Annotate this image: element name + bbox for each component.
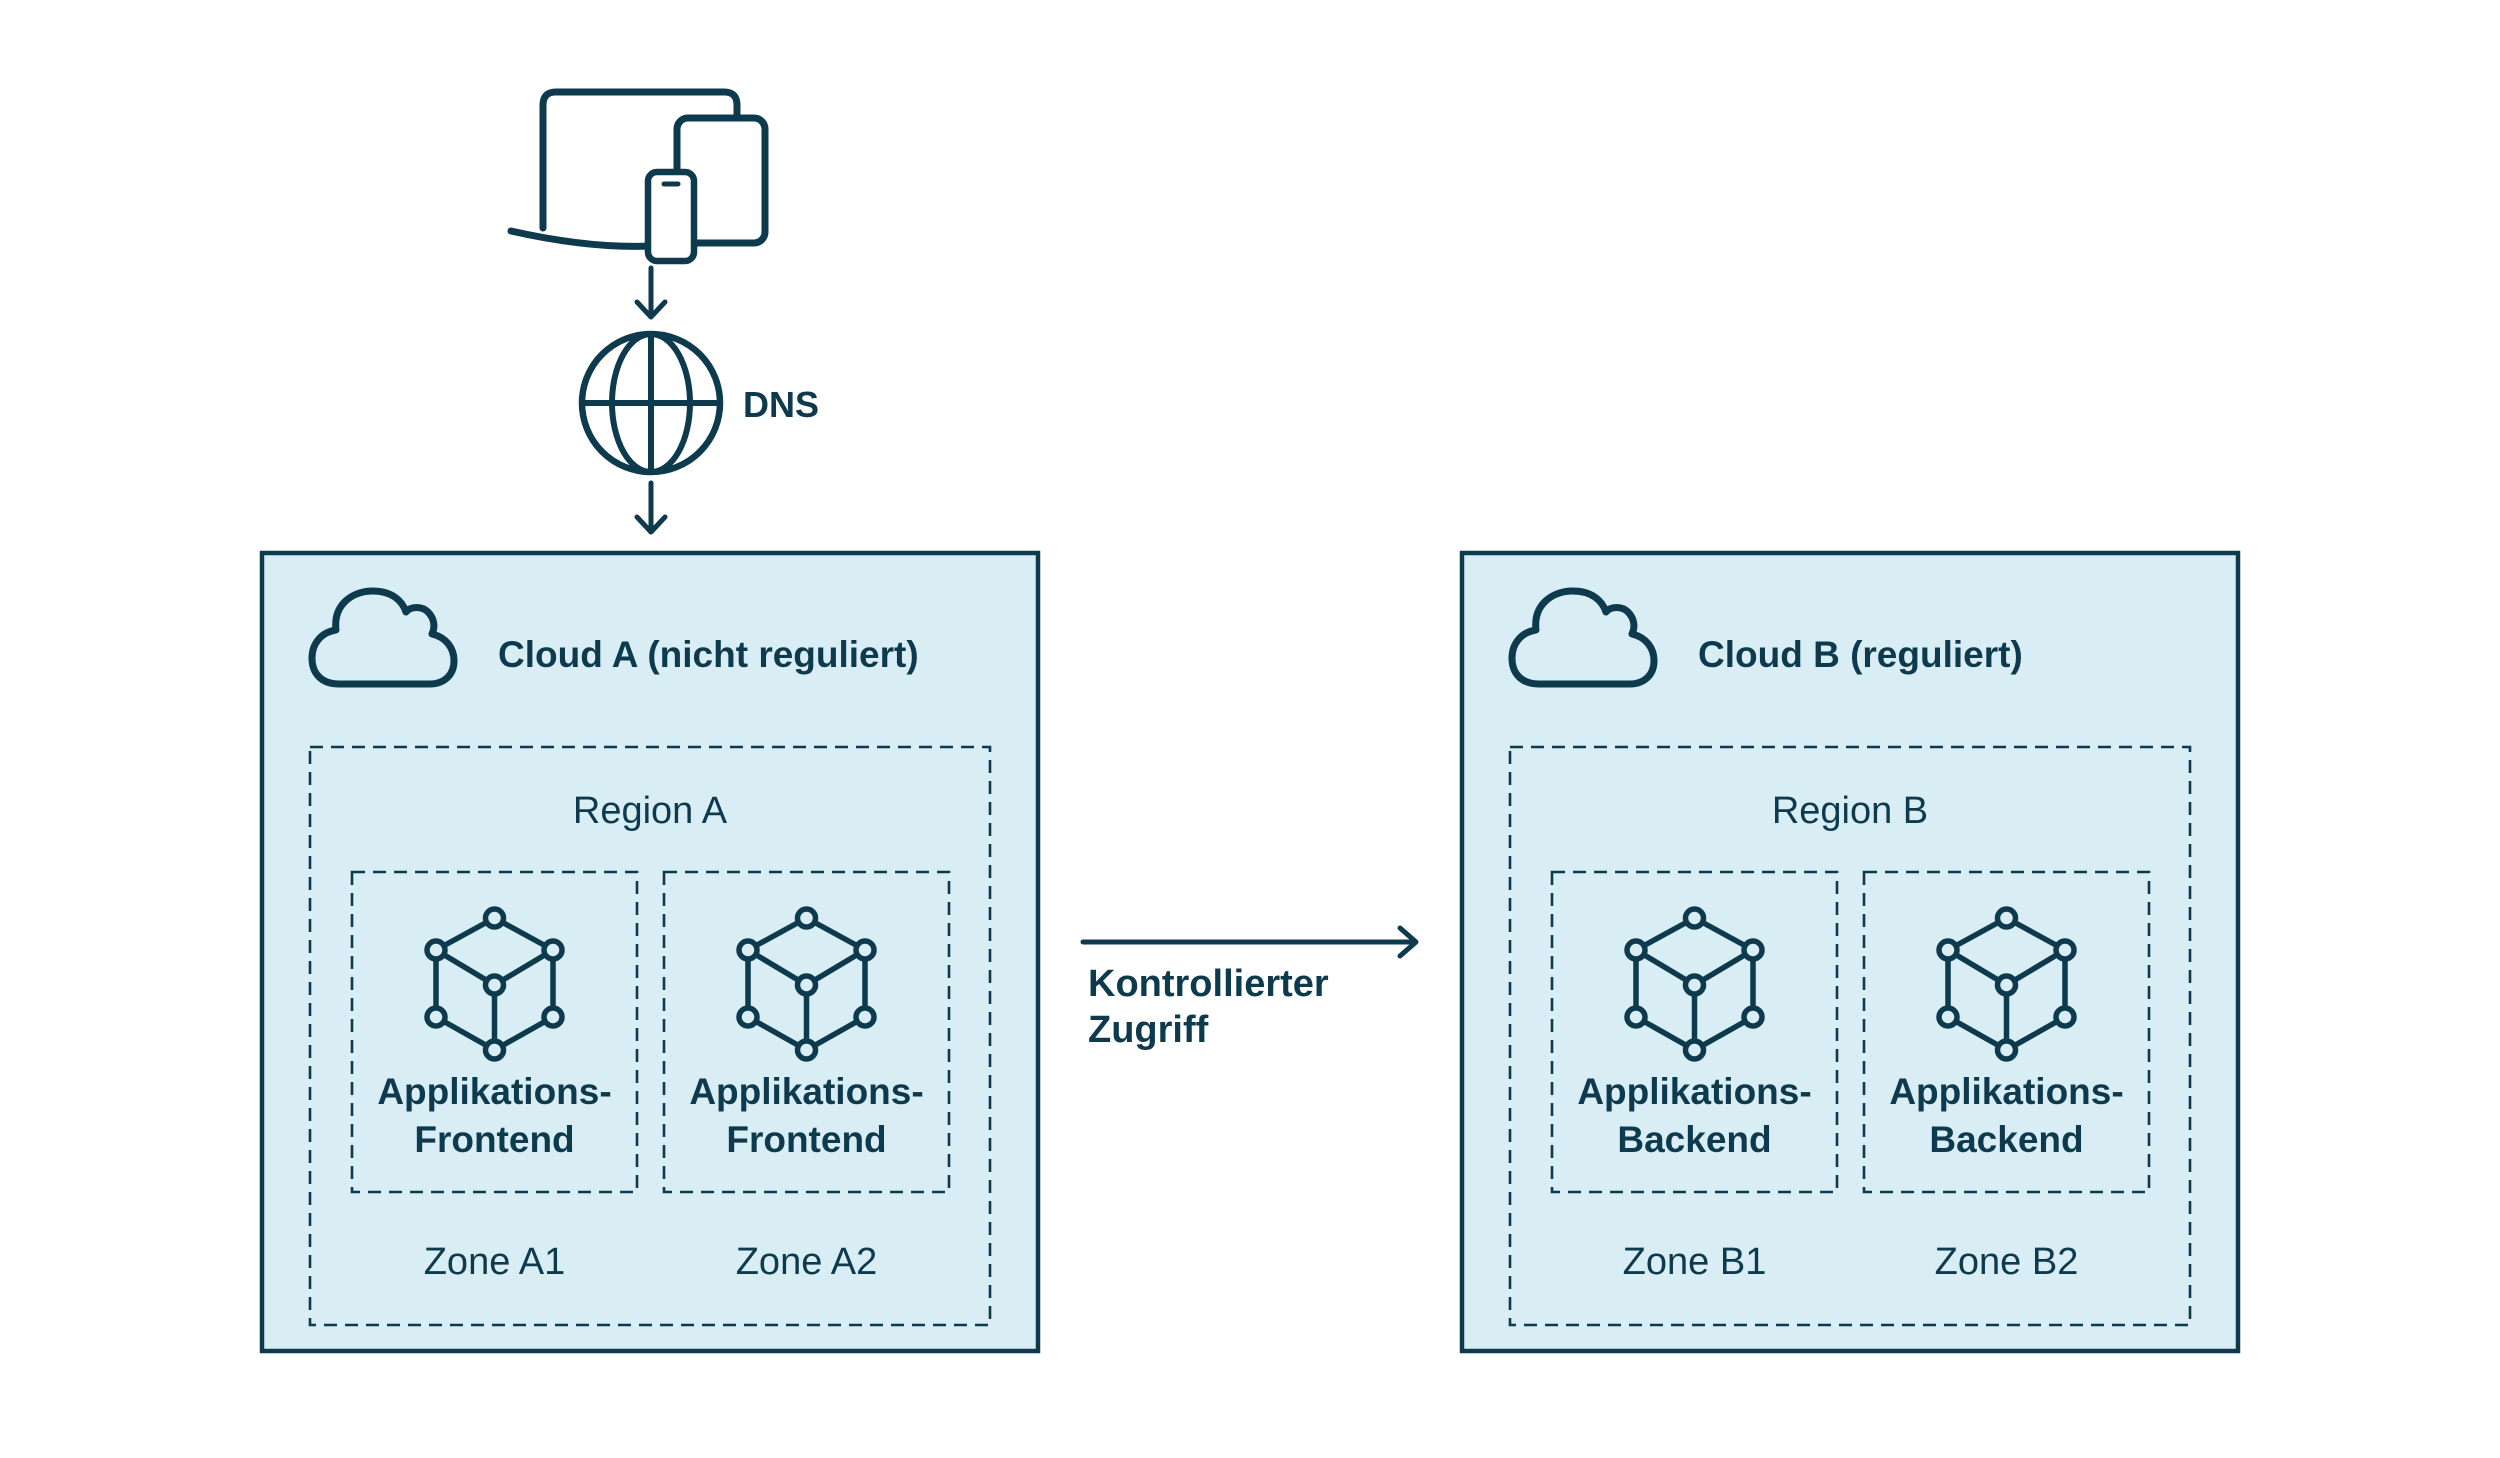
dns-globe-icon — [578, 330, 724, 476]
zone-a2-box — [662, 870, 951, 1194]
region-b-label: Region B — [1771, 790, 1929, 832]
zone-b2-app-label: Applikations- Backend — [1889, 1071, 2124, 1160]
region-a-label: Region A — [572, 790, 728, 832]
zone-a2-app-label: Applikations- Frontend — [689, 1071, 924, 1160]
devices-icon — [507, 88, 769, 265]
zone-a1-label: Zone A1 — [423, 1241, 566, 1283]
arrow-devices-to-dns — [634, 265, 668, 320]
zone-a2-label: Zone A2 — [735, 1241, 878, 1283]
region-a-box — [308, 745, 992, 1327]
controlled-access-label: Kontrollierter Zugriff — [1088, 963, 1329, 1051]
cloud-b-title: Cloud B (reguliert) — [1698, 634, 2023, 675]
zone-b1-label: Zone B1 — [1622, 1241, 1767, 1283]
region-b-box — [1508, 745, 2192, 1327]
cloud-b-panel — [1459, 550, 2241, 1354]
zone-b2-box — [1862, 870, 2151, 1194]
zone-b1-app-label: Applikations- Backend — [1577, 1071, 1812, 1160]
zone-b1-box — [1550, 870, 1839, 1194]
arrow-dns-to-cloud-a — [634, 480, 668, 535]
zone-a1-box — [350, 870, 639, 1194]
zone-a1-app-label: Applikations- Frontend — [377, 1071, 612, 1160]
dns-label: DNS — [743, 384, 820, 425]
cloud-a-title: Cloud A (nicht reguliert) — [498, 634, 919, 675]
phone-icon — [644, 168, 698, 265]
zone-b2-label: Zone B2 — [1934, 1241, 2079, 1283]
arrow-controlled-access — [1080, 925, 1419, 959]
